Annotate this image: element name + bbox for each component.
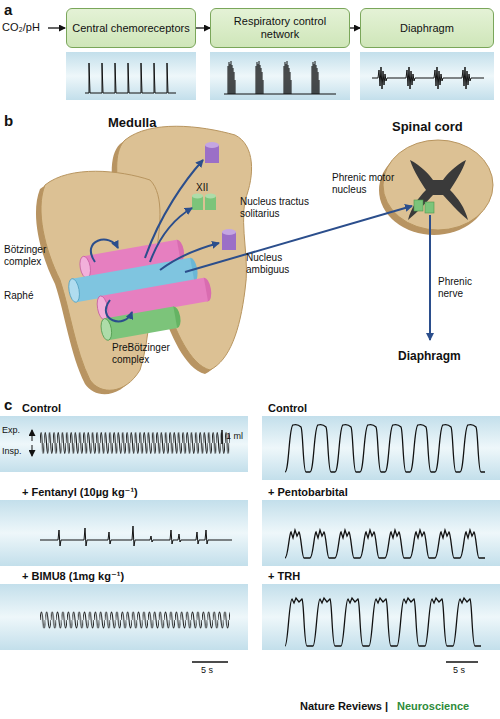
- cylinder-cap: [222, 229, 236, 235]
- journal-name: Nature Reviews |: [300, 700, 388, 713]
- cylinder-cap: [205, 194, 216, 199]
- panel-letter: b: [4, 112, 13, 129]
- input-arrow: [48, 27, 65, 28]
- nucleus-label: Bötzinger complex: [4, 244, 62, 267]
- condition-label: Control: [22, 402, 61, 415]
- scale-bar: [446, 661, 478, 663]
- condition-label: Control: [268, 402, 307, 415]
- axis-label: Exp.: [2, 425, 20, 435]
- spike-trace: [85, 58, 176, 96]
- panel-letter: c: [4, 396, 12, 413]
- trace-band: [262, 416, 500, 480]
- breathing-trace: [285, 420, 485, 476]
- condition-label: + Pentobarbital: [268, 486, 348, 499]
- trace-band: [0, 584, 248, 650]
- nucleus-label: PreBötzinger complex: [112, 342, 192, 365]
- condition-label: + BIMU8 (1mg kg⁻¹): [22, 570, 124, 583]
- journal-name: Neuroscience: [397, 700, 469, 713]
- direction-arrow: [32, 445, 33, 456]
- cylinder-cap: [205, 142, 219, 148]
- trace-band: [0, 416, 248, 472]
- pathways: [91, 160, 430, 340]
- process-box: Diaphragm: [360, 8, 494, 48]
- axis-label: Insp.: [2, 446, 22, 456]
- scale-label: 5 s: [201, 665, 213, 675]
- flow-arrow: [350, 27, 360, 28]
- burst-trace: [224, 58, 336, 96]
- box-text: Central chemoreceptors: [72, 22, 189, 35]
- nucleus-label: XII: [196, 182, 208, 194]
- trace-band: [360, 52, 494, 100]
- scale-bar: [221, 430, 223, 444]
- condition-label: + TRH: [268, 570, 300, 583]
- trace-band: [66, 52, 196, 100]
- nucleus-label: Nucleus tractus solitarius: [240, 196, 330, 219]
- box-text: Diaphragm: [400, 22, 454, 35]
- pathway-arrow: [185, 206, 412, 272]
- nerve-label: Phrenic nerve: [438, 276, 498, 299]
- pathway-arrow: [91, 240, 118, 262]
- box-text: Respiratory control network: [215, 15, 345, 40]
- breathing-trace: [285, 512, 485, 564]
- input-label: CO₂/pH: [2, 21, 40, 34]
- trace-band: [0, 500, 248, 566]
- breathing-trace: [40, 608, 230, 632]
- cylinder-cap: [100, 318, 114, 341]
- small-nuclei: [192, 142, 236, 250]
- grey-matter: [408, 160, 468, 220]
- process-box: Central chemoreceptors: [66, 8, 196, 48]
- nucleus-label: Phrenic motor nucleus: [332, 172, 406, 195]
- nucleus-label: Nucleus ambiguus: [246, 252, 306, 275]
- pathway-arrow: [106, 300, 132, 321]
- condition-label: + Fentanyl (10µg kg⁻¹): [22, 486, 138, 499]
- cylinder-cap: [192, 194, 203, 199]
- breathing-trace: [40, 526, 232, 546]
- breathing-trace: [40, 428, 230, 458]
- pathway-arrow: [145, 160, 203, 258]
- direction-arrow: [32, 430, 33, 441]
- region-label: Spinal cord: [392, 120, 463, 135]
- breathing-trace: [285, 594, 481, 650]
- scale-bar: [192, 661, 228, 663]
- nucleus-label: Raphé: [4, 290, 33, 302]
- phrenic-nerve-line: [429, 215, 431, 340]
- scale-label: 5 s: [453, 665, 465, 675]
- cylinder-body: [104, 306, 177, 340]
- spinal-cord: [383, 140, 493, 230]
- emg-trace: [372, 60, 484, 96]
- region-label: Medulla: [108, 116, 156, 131]
- process-box: Respiratory control network: [210, 8, 350, 48]
- trace-band: [262, 500, 500, 566]
- pathway-arrow: [160, 243, 219, 270]
- flow-arrow: [196, 27, 210, 28]
- target-label: Diaphragm: [398, 350, 461, 364]
- motor-nucleus: [425, 202, 434, 213]
- panel-letter: a: [4, 1, 12, 18]
- scale-label: 1 ml: [226, 431, 243, 441]
- motor-nucleus: [414, 200, 423, 211]
- trace-band: [210, 52, 350, 100]
- cylinder-cap: [78, 255, 92, 278]
- cylinder-cap: [67, 278, 81, 303]
- trace-band: [262, 584, 500, 650]
